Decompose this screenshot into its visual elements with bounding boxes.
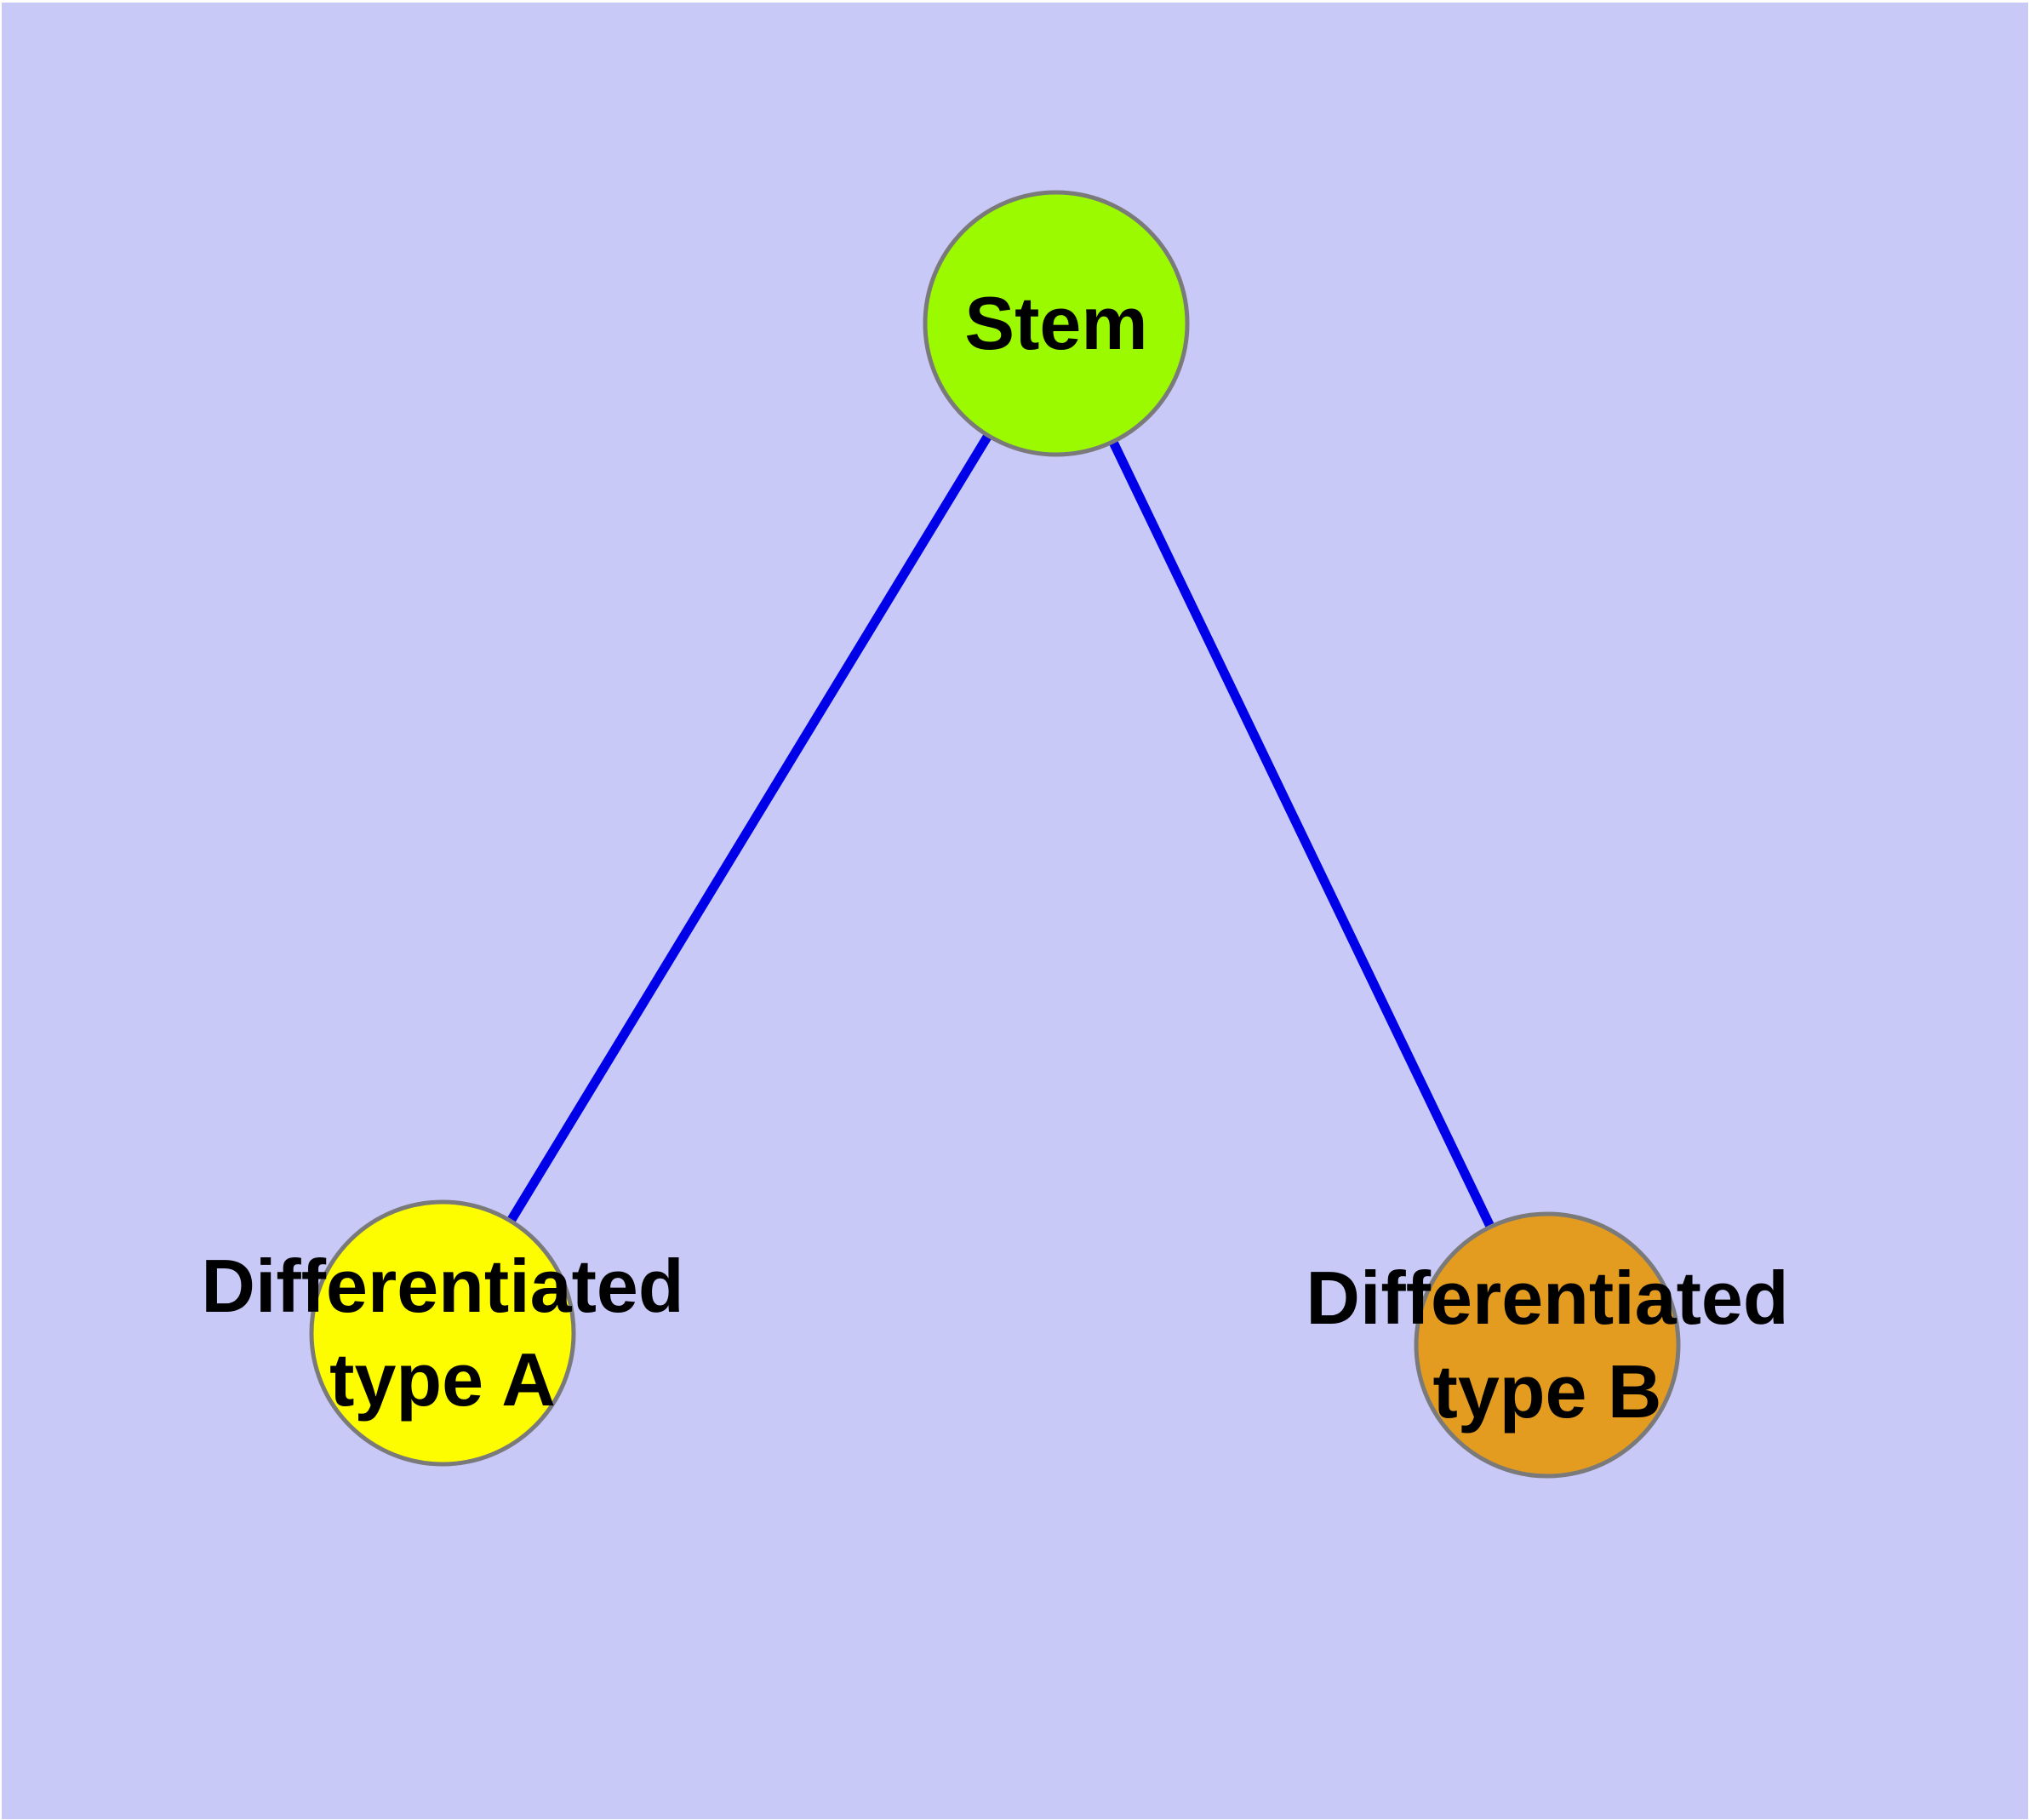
node-differentiated-type-b-shape — [1414, 1211, 1681, 1479]
node-differentiated-type-a-shape — [309, 1199, 576, 1467]
edge-stem-to-differentiated-type-a — [438, 321, 1060, 1336]
node-differentiated-type-a-label-line-2: type A — [329, 1337, 556, 1422]
edge-stem-to-differentiated-type-b — [1052, 321, 1552, 1348]
node-differentiated-type-b-label: Differentiated type B — [1306, 1256, 1788, 1434]
node-differentiated-type-b-label-line-1: Differentiated — [1306, 1256, 1788, 1340]
node-stem-shape — [923, 190, 1190, 457]
node-differentiated-type-a-label: Differentiated type A — [201, 1244, 683, 1422]
node-stem-label: Stem — [964, 281, 1147, 365]
node-differentiated-type-b-label-line-2: type B — [1433, 1349, 1662, 1434]
node-stem-label-line-1: Stem — [964, 281, 1147, 365]
node-differentiated-type-a-label-line-1: Differentiated — [201, 1244, 683, 1328]
